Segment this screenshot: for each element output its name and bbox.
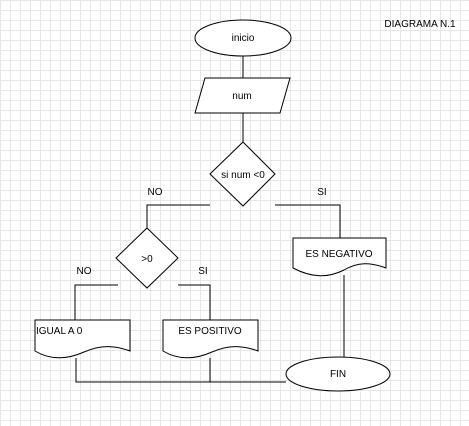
end-node[interactable]: FIN	[285, 356, 391, 392]
output-positive-label: ES POSITIVO	[178, 326, 242, 337]
edge-zero-yes	[178, 284, 211, 320]
output-zero-label: IGUAL A 0	[36, 326, 83, 337]
decision-zero-node[interactable]: >0	[115, 227, 179, 289]
start-label: inicio	[232, 33, 255, 44]
diagram-title: DIAGRAMA N.1	[384, 19, 456, 30]
edge-label-main-no: NO	[148, 187, 163, 198]
output-negative-label: ES NEGATIVO	[305, 249, 372, 260]
edge-decision-yes	[275, 204, 341, 238]
edge-outputs-merge	[75, 358, 210, 383]
input-node[interactable]: num	[194, 77, 291, 114]
output-zero-node[interactable]: IGUAL A 0	[34, 319, 131, 359]
decision-zero-label: >0	[141, 254, 153, 265]
output-negative-node[interactable]: ES NEGATIVO	[292, 237, 387, 277]
decision-main-node[interactable]: si num <0	[209, 141, 276, 207]
input-label: num	[232, 91, 251, 102]
connectors	[74, 55, 345, 383]
output-positive-node[interactable]: ES POSITIVO	[162, 319, 259, 359]
start-node[interactable]: inicio	[194, 19, 292, 57]
edge-label-zero-no: NO	[77, 266, 92, 277]
end-label: FIN	[330, 369, 346, 380]
edge-label-main-yes: SI	[317, 187, 326, 198]
decision-main-label: si num <0	[221, 170, 265, 181]
edge-zero-no	[74, 284, 118, 320]
edge-label-zero-yes: SI	[198, 266, 207, 277]
